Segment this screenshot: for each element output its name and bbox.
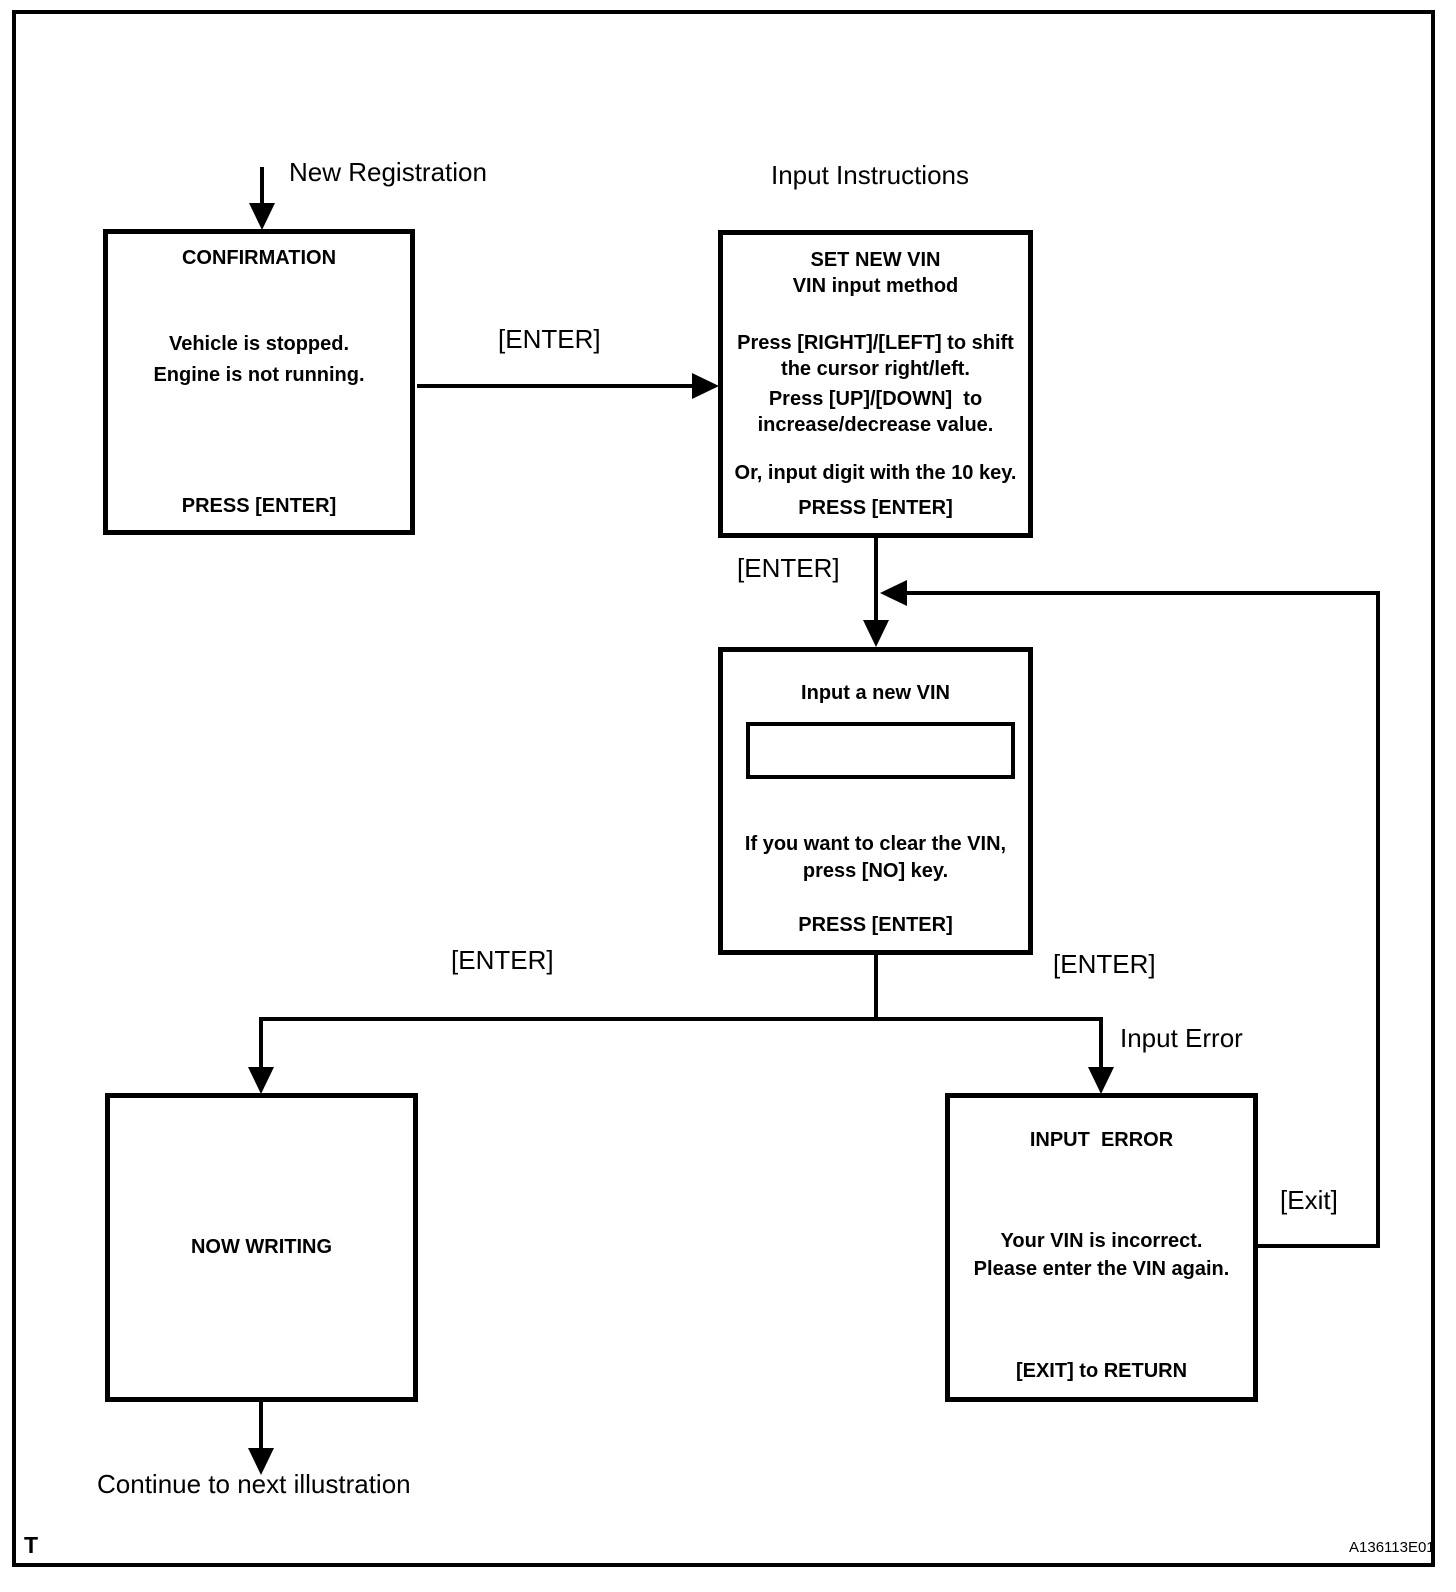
now-writing-screen-box: NOW WRITING (105, 1093, 418, 1402)
screen-text: press [NO] key. (802, 860, 949, 882)
screen-text: Please enter the VIN again. (973, 1258, 1230, 1280)
screen-text: Or, input digit with the 10 key. (734, 462, 1017, 484)
screen-title: NOW WRITING (190, 1236, 333, 1258)
label-new-registration: New Registration (289, 157, 487, 187)
screen-text: Vehicle is stopped. (168, 333, 350, 355)
screen-title: INPUT ERROR (1029, 1129, 1174, 1151)
arrowhead-continue (248, 1448, 274, 1475)
connector-feedback-top (905, 591, 1380, 595)
screen-text: If you want to clear the VIN, (744, 833, 1007, 855)
screen-subtitle: VIN input method (792, 275, 959, 297)
page-marker: T (24, 1532, 39, 1558)
screen-footer: PRESS [ENTER] (181, 495, 337, 517)
connector-confirm-to-setvin (417, 384, 697, 388)
label-input-instructions: Input Instructions (771, 160, 969, 190)
vin-input-field (746, 722, 1015, 779)
screen-text: increase/decrease value. (757, 414, 994, 436)
screen-footer: PRESS [ENTER] (798, 914, 953, 936)
connector-error-exit (1258, 1244, 1380, 1248)
connector-feedback-right (1376, 591, 1380, 1248)
arrowhead-into-setvin (692, 373, 719, 399)
screen-text: Press [UP]/[DOWN] to (768, 388, 983, 410)
screen-title: SET NEW VIN (810, 249, 941, 271)
set-new-vin-screen-box: SET NEW VIN VIN input method Press [RIGH… (718, 230, 1033, 538)
screen-footer: [EXIT] to RETURN (1015, 1360, 1188, 1382)
arrowhead-into-confirmation (249, 203, 275, 230)
input-error-screen-box: INPUT ERROR Your VIN is incorrect. Pleas… (945, 1093, 1258, 1402)
arrowhead-into-writing (248, 1067, 274, 1094)
connector-inputvin-down (874, 955, 878, 1021)
connector-branch (259, 1017, 1103, 1021)
screen-text: the cursor right/left. (781, 358, 970, 380)
arrowhead-into-inputvin (863, 620, 889, 647)
connector-branch-right (1099, 1017, 1103, 1069)
input-new-vin-screen-box: Input a new VIN If you want to clear the… (718, 647, 1033, 955)
screen-text: Your VIN is incorrect. (1000, 1230, 1203, 1252)
label-enter-confirm-to-setvin: [ENTER] (498, 324, 601, 354)
connector-writing-down (259, 1400, 263, 1449)
label-continue-next: Continue to next illustration (97, 1469, 411, 1499)
screen-title: Input a new VIN (801, 682, 950, 704)
label-enter-to-error: [ENTER] (1053, 949, 1156, 979)
screen-text: Press [RIGHT]/[LEFT] to shift (737, 332, 1014, 354)
connector-setvin-to-inputvin (874, 536, 878, 624)
label-exit: [Exit] (1280, 1185, 1338, 1215)
confirmation-screen-box: CONFIRMATION Vehicle is stopped. Engine … (103, 229, 415, 535)
label-enter-to-writing: [ENTER] (451, 945, 554, 975)
connector-branch-left (259, 1017, 263, 1069)
arrowhead-feedback-into-junction (880, 580, 907, 606)
screen-text: Engine is not running. (153, 364, 365, 386)
screen-footer: PRESS [ENTER] (798, 497, 953, 519)
arrowhead-into-error (1088, 1067, 1114, 1094)
label-enter-setvin-to-input: [ENTER] (737, 553, 840, 583)
screen-title: CONFIRMATION (181, 247, 337, 269)
connector-entry (260, 167, 264, 207)
figure-code: A136113E01 (1349, 1539, 1435, 1556)
label-input-error: Input Error (1120, 1023, 1243, 1053)
